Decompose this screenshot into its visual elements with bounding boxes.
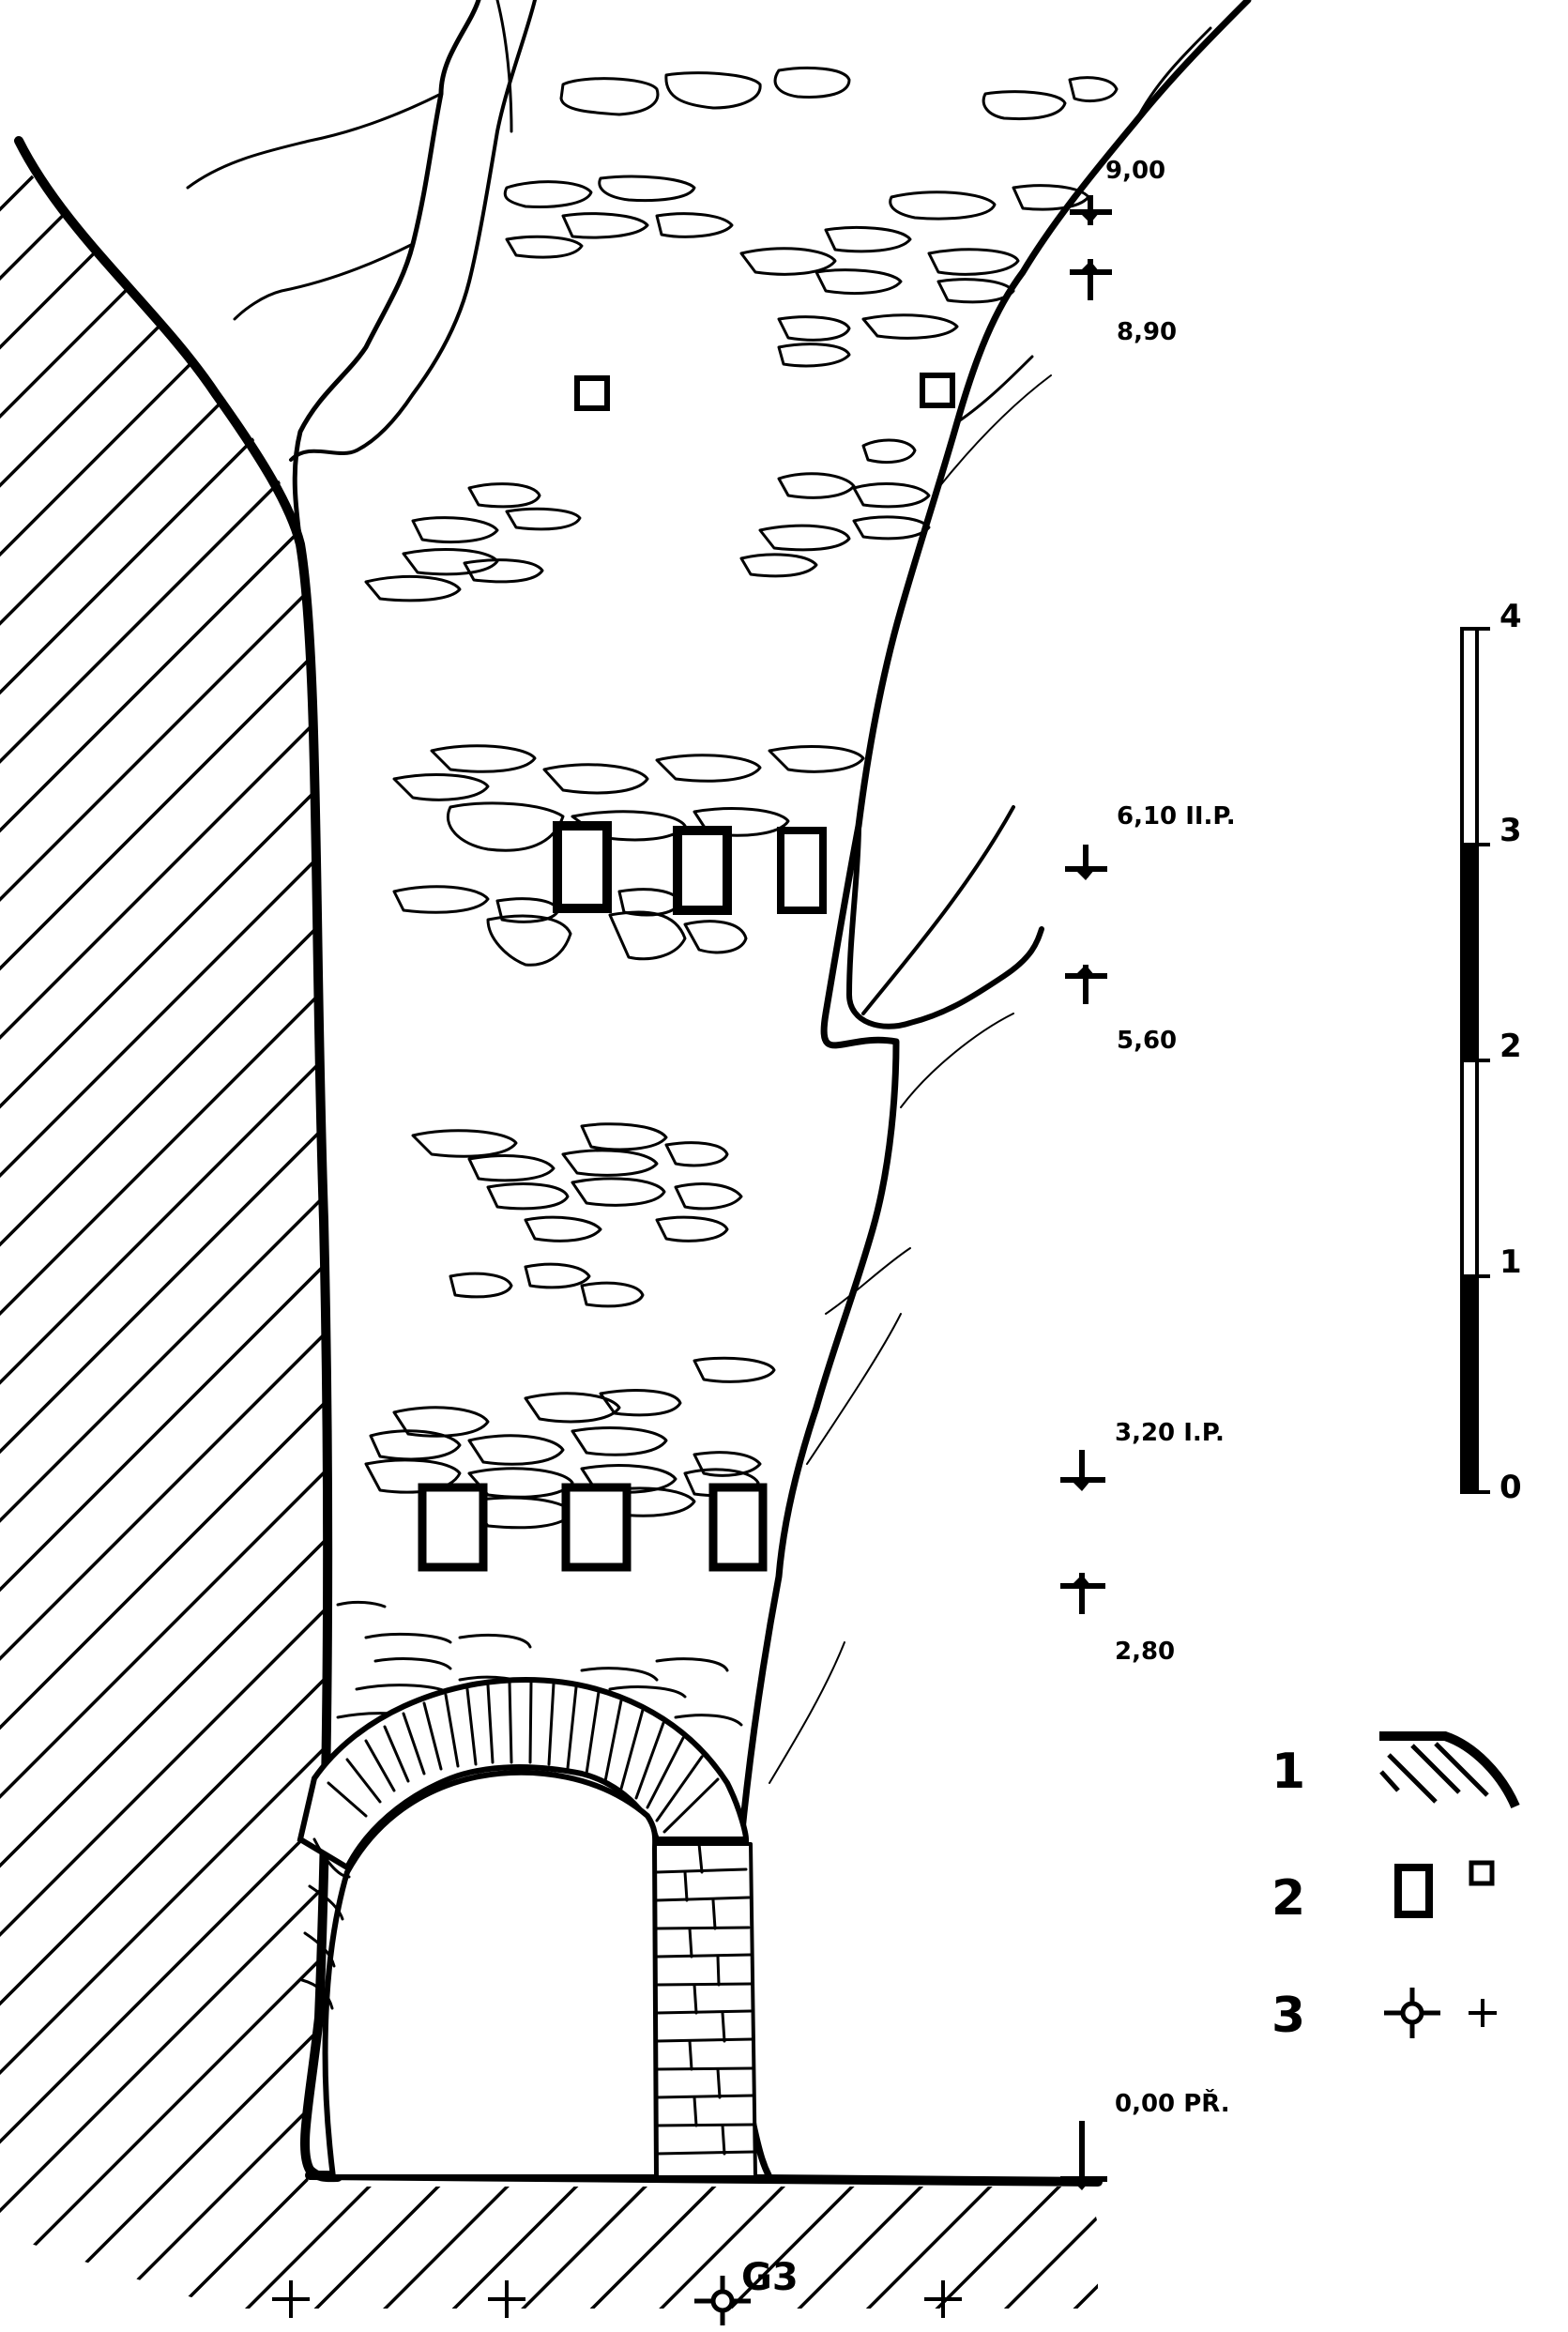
scale-tick-label: 0 [1499,1469,1522,1506]
beam-holes-first-floor [418,1483,768,1572]
masonry-stones-lower [364,1122,776,1530]
legend-number: 2 [1271,1870,1305,1927]
elevation-mark-6-10 [1065,845,1107,880]
survey-cross-icon [272,2280,310,2318]
scale-tick-label: 1 [1499,1243,1522,1281]
cleft-interior [300,0,1088,2177]
small-beam-holes [574,373,955,411]
elevation-mark-0-00 [1060,2121,1107,2190]
elevation-label: 5,60 [1117,1027,1177,1055]
legend: 1 2 3 [1271,1731,1520,2044]
elevation-label: 3,20 I.P. [1115,1419,1225,1447]
survey-point-icon [1384,1988,1497,2038]
hatched-rock-icon [1379,1731,1520,1809]
survey-cross-icon [488,2280,525,2318]
elevation-label: 8,90 [1117,318,1177,346]
beam-hole-icon [1394,1860,1495,1918]
scale-tick-label: 4 [1499,598,1522,635]
elevation-label: 2,80 [1115,1638,1175,1666]
arch-doorway [297,1676,757,2180]
elevation-labels: 9,00 8,90 6,10 II.P. 5,60 3,20 I.P. 2,80… [1105,157,1236,2118]
survey-point-label: G3 [741,2256,799,2299]
upper-cracks [186,0,1212,1784]
survey-cross-icon [924,2280,962,2318]
elevation-mark-5-60 [1065,965,1107,1004]
elevation-markers [1060,195,1112,2190]
legend-number: 1 [1271,1744,1305,1800]
elevation-label: 6,10 II.P. [1117,802,1236,831]
elevation-label: 0,00 PŘ. [1115,2088,1230,2118]
scale-tick-label: 3 [1499,812,1522,849]
scale-bar: 4 3 2 1 0 [1460,598,1522,1506]
survey-point-g3-icon [694,2276,751,2325]
beam-holes-second-floor [553,821,827,915]
left-rock-edge [14,136,343,2183]
ledge-crack-2 [861,805,1015,1015]
elevation-mark-9-00 [1070,195,1112,225]
elevation-mark-8-90 [1070,259,1112,300]
masonry-stones-upper [364,66,1119,602]
elevation-mark-3-20 [1060,1450,1105,1491]
elevation-mark-2-80 [1060,1573,1105,1614]
scale-tick-label: 2 [1499,1028,1522,1065]
ledge-crack [846,823,1044,1029]
legend-number: 3 [1271,1988,1305,2044]
elevation-label: 9,00 [1105,157,1165,185]
survey-crosses [272,2276,962,2325]
